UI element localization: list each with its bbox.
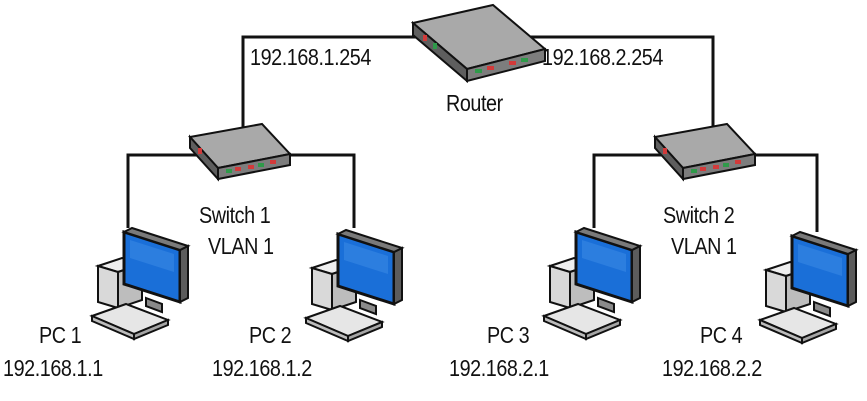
pc-4-name: PC 4	[700, 322, 743, 348]
pc-1-ip: 192.168.1.1	[3, 355, 103, 381]
switch-1-name: Switch 1	[199, 202, 271, 228]
pc-2-computer	[304, 228, 404, 343]
link-switch2-pc3	[592, 153, 663, 228]
pc-4-ip: 192.168.2.2	[662, 355, 762, 381]
right-link-ip: 192.168.2.254	[542, 44, 663, 70]
link-router-switch1	[241, 35, 432, 132]
switch-2-device	[654, 123, 756, 180]
pc-1-computer	[90, 226, 190, 341]
router-device	[410, 3, 548, 84]
connection-lines	[126, 35, 819, 232]
link-switch1-pc1	[126, 153, 203, 228]
switch-2-name: Switch 2	[663, 202, 735, 228]
pc-3-computer	[542, 226, 642, 341]
switch-1-device	[189, 123, 291, 180]
pc-2-ip: 192.168.1.2	[212, 355, 312, 381]
link-switch1-pc2	[276, 153, 356, 228]
pc-3-name: PC 3	[487, 322, 530, 348]
switch-1-vlan: VLAN 1	[208, 233, 274, 259]
switch-2-vlan: VLAN 1	[671, 233, 737, 259]
link-switch2-pc4	[733, 153, 819, 232]
pc-1-name: PC 1	[39, 322, 82, 348]
left-link-ip: 192.168.1.254	[250, 44, 371, 70]
pc-3-ip: 192.168.2.1	[449, 355, 549, 381]
link-router-switch2	[520, 35, 715, 132]
pc-2-name: PC 2	[249, 322, 292, 348]
pc-4-computer	[758, 230, 858, 345]
router-label: Router	[446, 90, 503, 116]
